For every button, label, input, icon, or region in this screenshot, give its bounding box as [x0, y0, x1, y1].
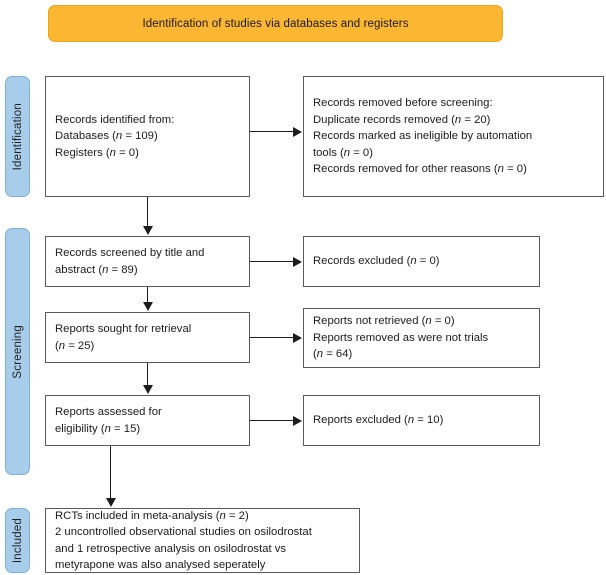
- connector-assessed-to-reports-excluded: [250, 420, 294, 422]
- arrow-right-icon: [293, 416, 302, 426]
- box-reports-excluded-text: Reports excluded (n = 10): [313, 414, 444, 427]
- box-studies-included: RCTs included in meta-analysis (n = 2)2 …: [45, 508, 360, 573]
- identification-banner: Identification of studies via databases …: [48, 5, 503, 42]
- banner-title: Identification of studies via databases …: [142, 17, 409, 30]
- connector-sought-to-assessed: [147, 363, 149, 386]
- arrow-down-icon: [106, 498, 116, 507]
- connector-identified-to-screened: [147, 197, 149, 227]
- stage-label-screening: Screening: [5, 228, 30, 475]
- arrow-down-icon: [143, 302, 153, 311]
- box-reports-not-retrieved: Reports not retrieved (n = 0)Reports rem…: [303, 308, 540, 368]
- connector-screened-to-sought: [147, 287, 149, 303]
- stage-included-text: Included: [11, 517, 24, 564]
- box-records-excluded-text: Records excluded (n = 0): [313, 255, 440, 268]
- connector-sought-to-not-retrieved: [250, 337, 294, 339]
- box-reports-sought-for-retrieval: Reports sought for retrieval(n = 25): [45, 312, 250, 363]
- box-records-removed-text: Records removed before screening:Duplica…: [313, 97, 533, 176]
- box-records-identified-text: Records identified from:Databases (n = 1…: [55, 113, 175, 159]
- box-reports-sought-text: Reports sought for retrieval(n = 25): [55, 323, 192, 352]
- arrow-right-icon: [293, 127, 302, 137]
- stage-screening-text: Screening: [11, 324, 24, 379]
- connector-assessed-to-included: [110, 446, 112, 499]
- box-studies-included-text: RCTs included in meta-analysis (n = 2)2 …: [55, 509, 312, 572]
- arrow-down-icon: [143, 385, 153, 394]
- box-records-excluded: Records excluded (n = 0): [303, 236, 540, 287]
- box-records-identified: Records identified from:Databases (n = 1…: [45, 76, 250, 197]
- box-reports-excluded: Reports excluded (n = 10): [303, 395, 540, 446]
- stage-label-included: Included: [5, 508, 30, 573]
- connector-identified-to-removed: [250, 131, 294, 133]
- stage-identification-text: Identification: [11, 102, 24, 171]
- stage-label-identification: Identification: [5, 76, 30, 197]
- arrow-right-icon: [293, 333, 302, 343]
- arrow-down-icon: [143, 226, 153, 235]
- arrow-right-icon: [293, 257, 302, 267]
- box-reports-not-retrieved-text: Reports not retrieved (n = 0)Reports rem…: [313, 315, 489, 361]
- connector-screened-to-records-excluded: [250, 261, 294, 263]
- box-records-removed-before-screening: Records removed before screening:Duplica…: [303, 76, 604, 197]
